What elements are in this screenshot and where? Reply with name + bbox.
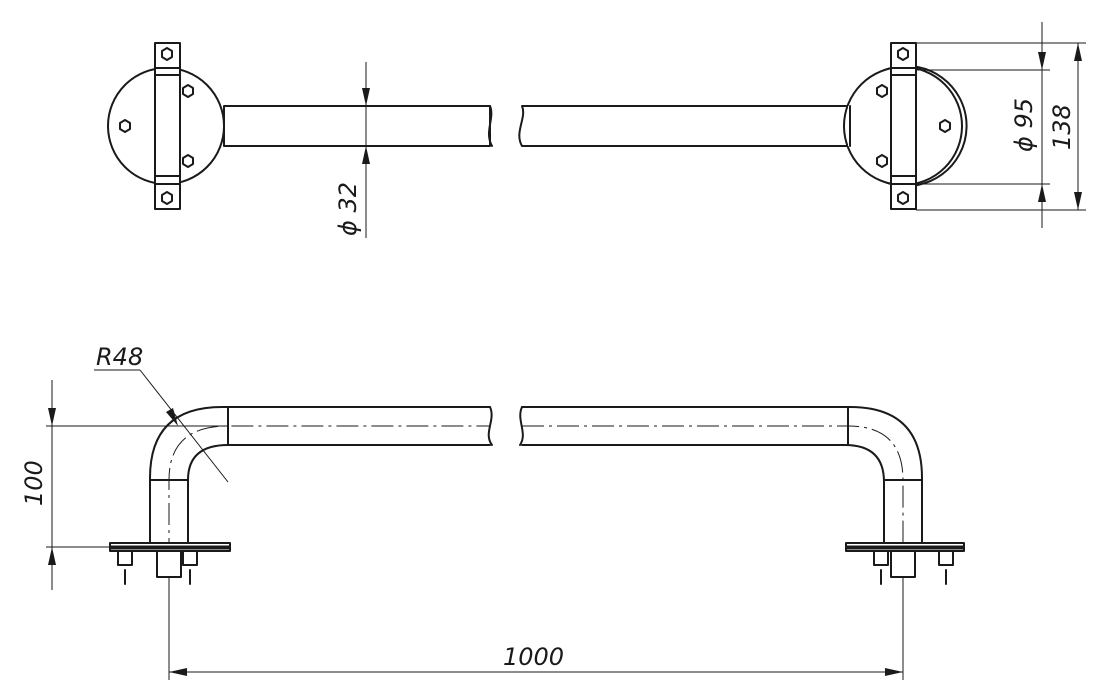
dim-tube-diameter: ϕ 32 [334,62,370,238]
dim-length: 1000 [168,577,904,680]
dim-bracket-height-label: 138 [1048,104,1076,150]
tube-top-left [223,105,491,147]
right-leg [521,406,965,585]
front-view: R48 100 1000 [20,343,965,680]
dim-bend-radius-label: R48 [96,343,143,371]
left-leg [109,406,491,585]
dim-height: 100 [20,380,228,590]
top-view: ϕ 32 ϕ 95 138 [107,22,1086,238]
right-flange-top [843,42,968,210]
dim-bend-radius: R48 [94,343,229,483]
break-mark-top-left [488,105,493,147]
left-flange-top [107,42,491,210]
dim-flange: ϕ 95 138 [916,22,1086,228]
dim-tube-diameter-label: ϕ 32 [334,182,362,236]
tube-top-right [518,105,851,147]
dim-flange-diameter-label: ϕ 95 [1010,98,1038,152]
dim-height-label: 100 [20,460,48,506]
dim-length-label: 1000 [503,643,564,671]
